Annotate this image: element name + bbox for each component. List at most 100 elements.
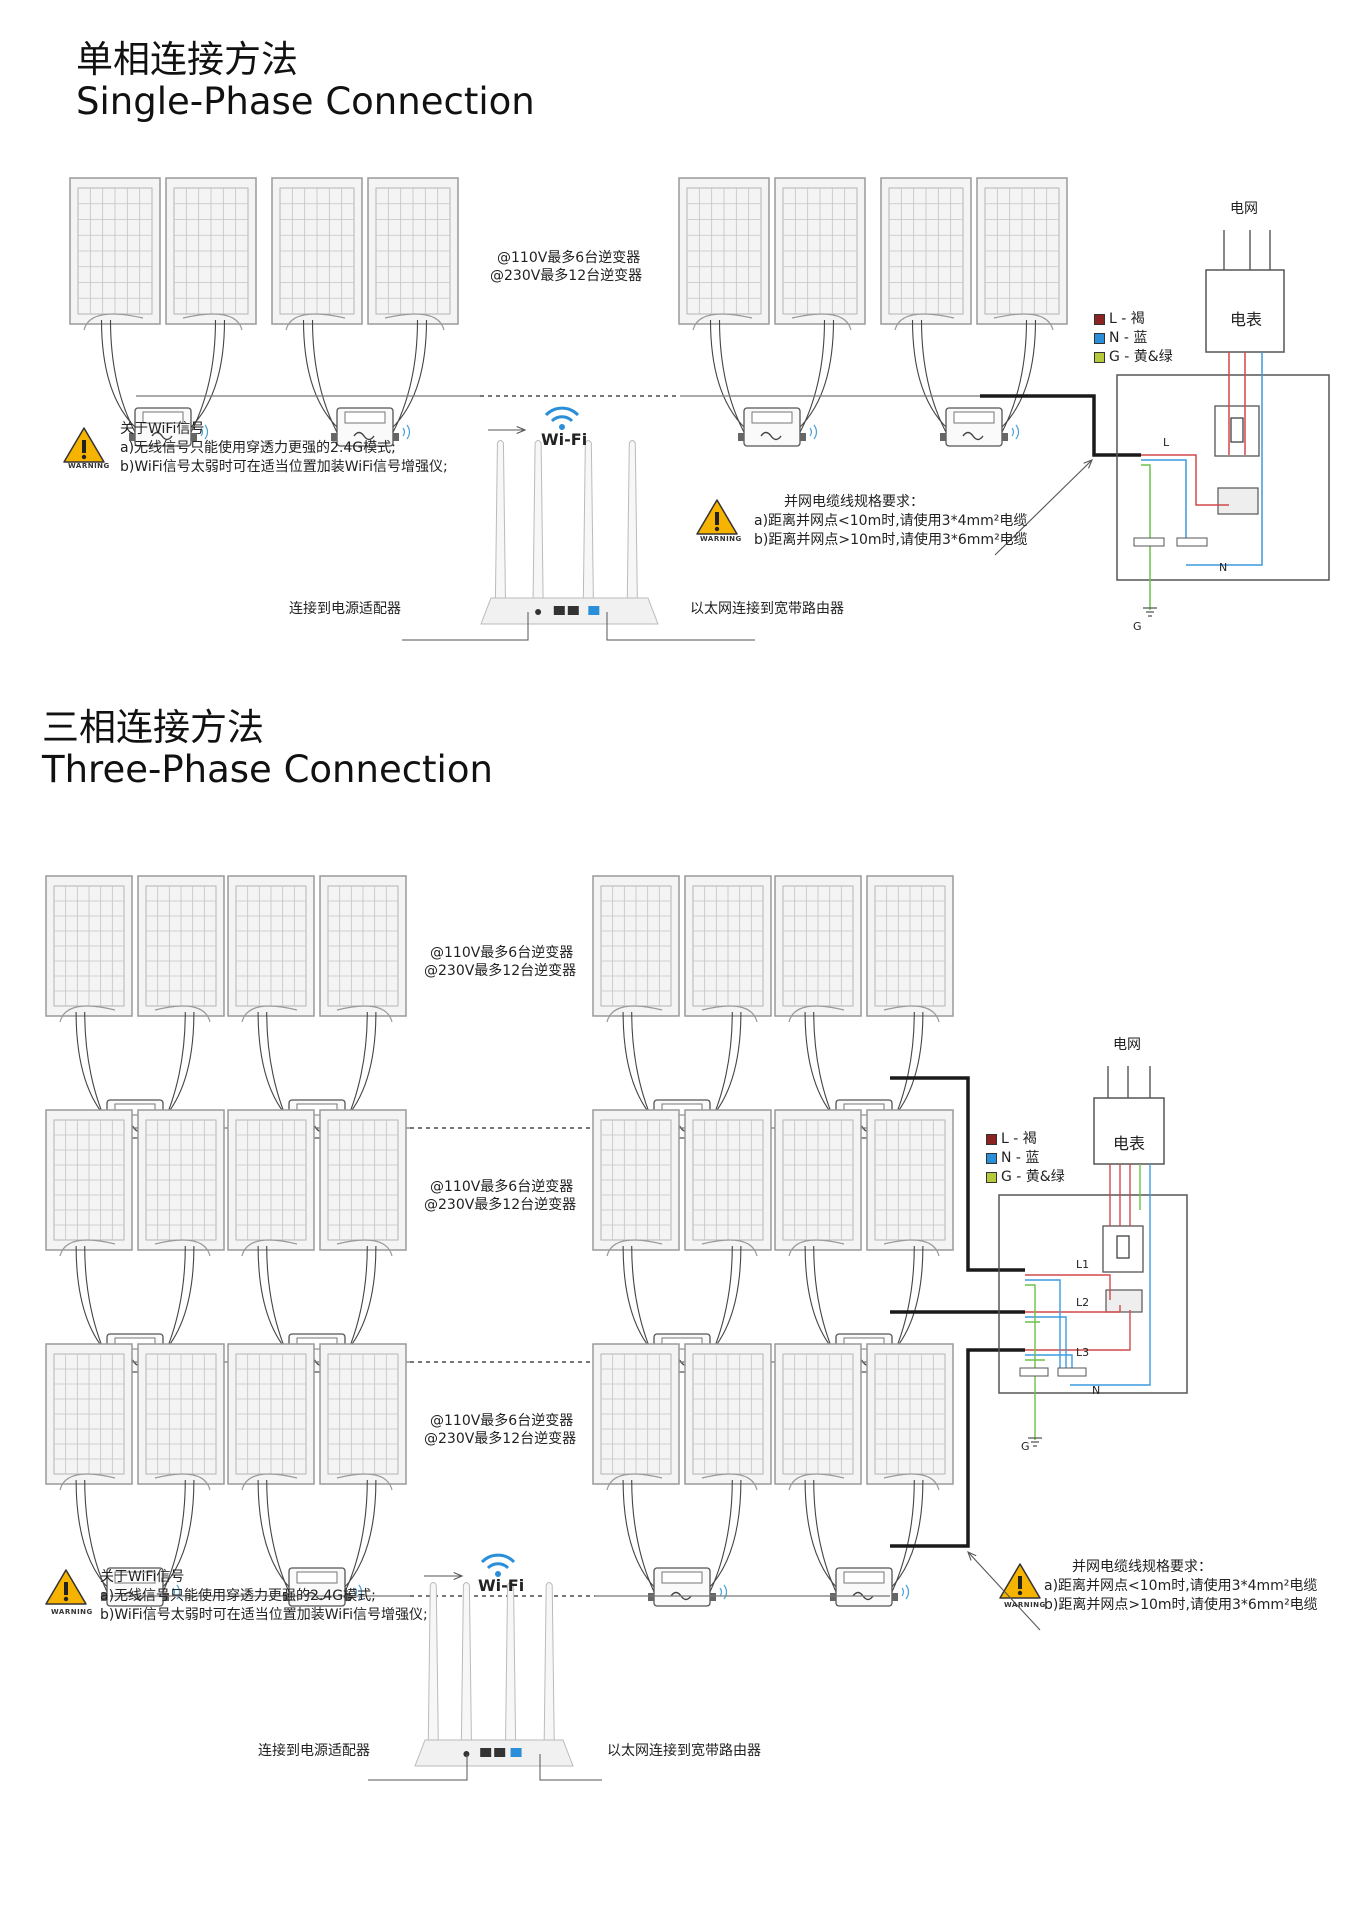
legend-swatch-l bbox=[986, 1134, 997, 1145]
inverter-connector-left bbox=[940, 433, 946, 441]
microinverter bbox=[648, 1567, 728, 1607]
panel-cells-grid bbox=[693, 1354, 763, 1474]
panel-lead bbox=[390, 319, 428, 430]
panel-cells-grid bbox=[875, 886, 945, 1006]
router-wan-port bbox=[510, 1748, 522, 1757]
three-ground-symbol bbox=[1028, 1437, 1042, 1447]
panel-cells-grid bbox=[376, 188, 450, 314]
single-wifi-label: Wi-Fi bbox=[541, 430, 588, 449]
signal-icon bbox=[719, 1584, 728, 1600]
panel-lead bbox=[257, 1245, 292, 1356]
single-breaker-switch bbox=[1230, 417, 1244, 443]
single-router bbox=[480, 440, 659, 625]
router-wan-port bbox=[588, 606, 600, 615]
three-router bbox=[414, 1582, 574, 1767]
panel-lead bbox=[342, 1245, 377, 1356]
panel-cells-grid bbox=[236, 1120, 306, 1240]
single-distribution-box bbox=[1116, 374, 1330, 581]
panel-cells-grid bbox=[601, 1120, 671, 1240]
panel-cells-grid bbox=[54, 886, 124, 1006]
inverter-connector-left bbox=[738, 433, 744, 441]
legend-g: G - 黄&绿 bbox=[986, 1168, 1065, 1187]
wifi-dot bbox=[559, 424, 565, 430]
single-power-adapter-lead bbox=[402, 612, 529, 641]
three-panel-group bbox=[774, 1343, 954, 1607]
inverter-connector-left bbox=[830, 1593, 836, 1601]
signal-icon bbox=[402, 424, 411, 440]
router-power-port bbox=[535, 609, 542, 615]
three-capacity-row3-230v: @230V最多12台逆变器 bbox=[424, 1431, 577, 1447]
panel-lead bbox=[342, 1479, 368, 1597]
solar-panel bbox=[227, 1109, 315, 1251]
panel-lead bbox=[160, 1011, 195, 1122]
sine-wave-icon bbox=[151, 431, 173, 441]
panel-lead bbox=[188, 319, 217, 437]
panel-arch bbox=[788, 1005, 940, 1023]
panel-lead bbox=[188, 319, 226, 430]
single-ground-label: G bbox=[1133, 620, 1142, 633]
panel-arch bbox=[606, 1473, 758, 1491]
three-panel-group bbox=[227, 875, 407, 1139]
three-cable-note: 并网电缆线规格要求： a)距离并网点<10m时,请使用3*4mm²电缆 b)距离… bbox=[1044, 1558, 1318, 1615]
solar-panel bbox=[227, 875, 315, 1017]
panel-arch bbox=[894, 313, 1054, 331]
inverter-top bbox=[843, 1571, 885, 1584]
single-cable-warning-word: WARNING bbox=[700, 535, 742, 543]
three-power-adapter-label: 连接到电源适配器 bbox=[258, 1743, 370, 1759]
panel-cells-grid bbox=[687, 188, 761, 314]
solar-panel bbox=[137, 1343, 225, 1485]
panel-lead bbox=[920, 319, 949, 437]
single-wifi-warning-word: WARNING bbox=[68, 462, 110, 470]
panel-cells-grid bbox=[783, 188, 857, 314]
panel-arch bbox=[241, 1473, 393, 1491]
solar-panel bbox=[319, 1343, 407, 1485]
three-wire-n-label: N bbox=[1092, 1384, 1101, 1397]
inverter-connector-left bbox=[283, 1593, 289, 1601]
solar-panel bbox=[69, 177, 161, 325]
legend-swatch-g bbox=[986, 1172, 997, 1183]
panel-lead bbox=[342, 1011, 377, 1122]
three-meter-label: 电表 bbox=[1113, 1134, 1146, 1153]
solar-panel bbox=[866, 1343, 954, 1485]
solar-panel bbox=[227, 1343, 315, 1485]
single-wire-g bbox=[1141, 464, 1151, 610]
three-wifi-label: Wi-Fi bbox=[478, 1576, 525, 1595]
inverter-connector-right bbox=[800, 433, 806, 441]
panel-cells-grid bbox=[328, 1120, 398, 1240]
three-capacity-row1-230v: @230V最多12台逆变器 bbox=[424, 963, 577, 979]
three-wire-l1-label: L1 bbox=[1076, 1258, 1090, 1271]
single-capacity-110v: @110V最多6台逆变器 bbox=[497, 250, 641, 266]
panel-lead bbox=[622, 1479, 657, 1590]
panel-arch bbox=[59, 1005, 211, 1023]
panel-lead bbox=[75, 1245, 110, 1356]
three-meter-box bbox=[1093, 1097, 1165, 1165]
sine-wave-icon bbox=[353, 431, 375, 441]
panel-lead bbox=[889, 1245, 924, 1356]
wifi-arc-outer bbox=[544, 406, 580, 417]
three-wifi-warning-icon bbox=[45, 1569, 87, 1605]
panel-lead bbox=[75, 1011, 110, 1122]
three-grid-lines bbox=[1107, 1066, 1151, 1098]
router-antenna bbox=[427, 1582, 439, 1741]
router-antenna bbox=[532, 440, 544, 599]
wifi-note-line-b: b)WiFi信号太弱时可在适当位置加装WiFi信号增强仪; bbox=[120, 459, 448, 475]
single-title-en: Single-Phase Connection bbox=[76, 80, 535, 123]
warning-bar bbox=[1018, 1576, 1022, 1589]
solar-panel bbox=[678, 177, 770, 325]
router-antenna bbox=[543, 1582, 555, 1741]
microinverter bbox=[738, 407, 818, 447]
inverter-connector-left bbox=[331, 433, 337, 441]
legend-g: G - 黄&绿 bbox=[1094, 348, 1173, 367]
three-capacity-row1-110v: @110V最多6台逆变器 bbox=[430, 945, 574, 961]
single-ethernet-label: 以太网连接到宽带路由器 bbox=[690, 601, 844, 617]
signal-icon bbox=[354, 1584, 363, 1600]
panel-cells-grid bbox=[54, 1120, 124, 1240]
single-ethernet-lead bbox=[606, 612, 755, 641]
panel-cells-grid bbox=[601, 886, 671, 1006]
three-wifi-warning-word: WARNING bbox=[51, 1608, 93, 1616]
panel-cells-grid bbox=[783, 1354, 853, 1474]
panel-lead bbox=[109, 319, 138, 437]
router-lan-port bbox=[480, 1748, 492, 1757]
router-antenna bbox=[582, 440, 594, 599]
